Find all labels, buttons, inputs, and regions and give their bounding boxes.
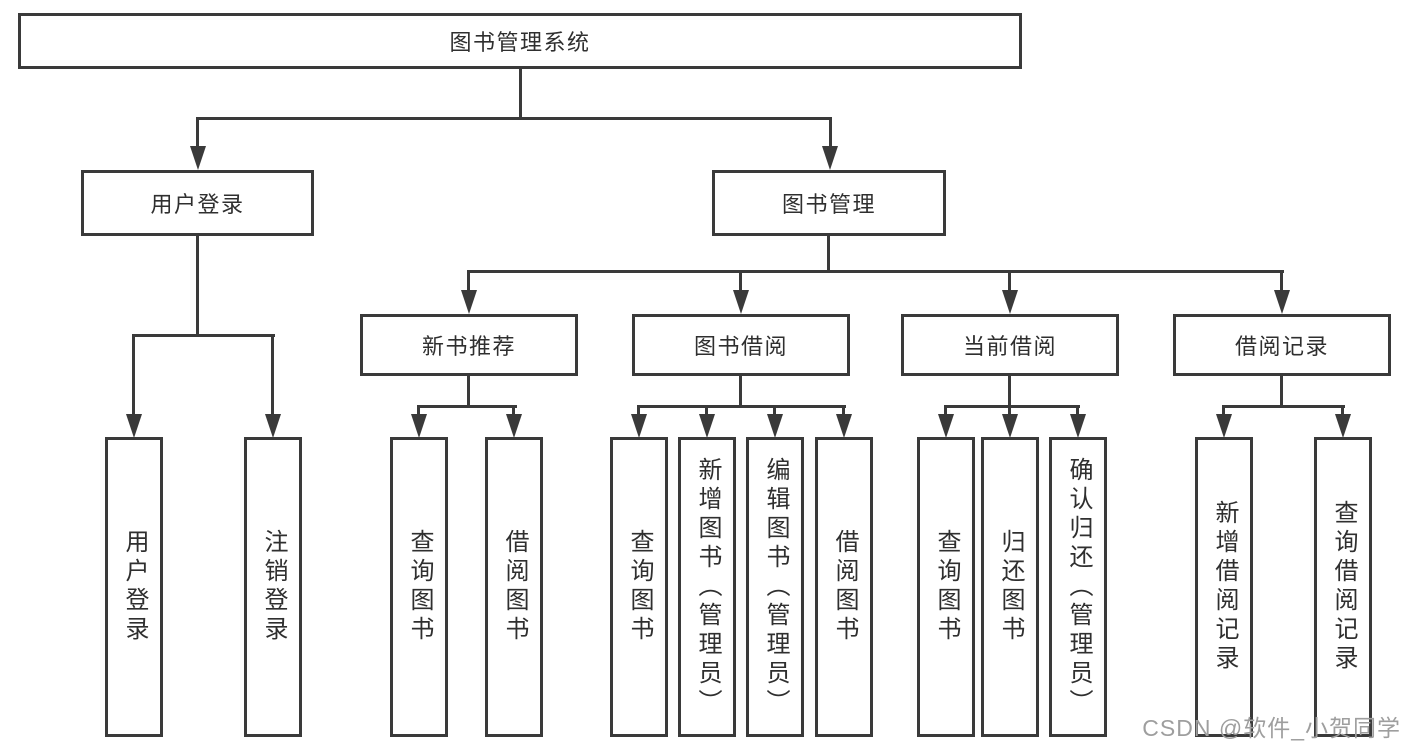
leaf-return-books: 归还图书 xyxy=(981,437,1039,737)
connector-vline xyxy=(512,405,515,417)
node-borrowing-records: 借阅记录 xyxy=(1173,314,1391,376)
arrowhead-down xyxy=(836,414,852,438)
connector-vline xyxy=(842,405,845,417)
arrowhead-down xyxy=(265,414,281,438)
arrowhead-down xyxy=(461,290,477,314)
arrowhead-down xyxy=(190,146,206,170)
connector-vline xyxy=(944,405,947,417)
node-label: 新增借阅记录 xyxy=(1211,500,1238,674)
leaf-confirm-return-admin: 确认归还（管理员） xyxy=(1049,437,1107,737)
node-label: 图书管理 xyxy=(781,192,876,217)
node-label: 用户登录 xyxy=(150,192,245,217)
connector-vline xyxy=(1008,405,1011,417)
connector-vline xyxy=(773,405,776,417)
connector-vline xyxy=(1008,376,1011,407)
arrowhead-down xyxy=(699,414,715,438)
node-label: 查询图书 xyxy=(626,529,653,645)
arrowhead-down xyxy=(1002,414,1018,438)
node-label: 图书借阅 xyxy=(693,334,788,359)
connector-hline xyxy=(467,270,1284,273)
connector-hline xyxy=(196,117,832,120)
leaf-add-book-admin: 新增图书（管理员） xyxy=(678,437,736,737)
arrowhead-down xyxy=(1070,414,1086,438)
connector-vline xyxy=(705,405,708,417)
connector-vline xyxy=(637,405,640,417)
leaf-query-books-current: 查询图书 xyxy=(917,437,975,737)
node-library-system: 图书管理系统 xyxy=(18,13,1022,69)
node-label: 新书推荐 xyxy=(421,334,516,359)
connector-vline xyxy=(271,334,274,416)
node-current-borrowing: 当前借阅 xyxy=(901,314,1119,376)
connector-vline xyxy=(417,405,420,417)
connector-vline xyxy=(1341,405,1344,417)
node-label: 当前借阅 xyxy=(962,334,1057,359)
connector-hline xyxy=(417,405,517,408)
arrowhead-down xyxy=(126,414,142,438)
node-user-login: 用户登录 xyxy=(81,170,314,236)
connector-hline xyxy=(132,334,275,337)
node-label: 新增图书（管理员） xyxy=(694,456,721,718)
arrowhead-down xyxy=(1335,414,1351,438)
connector-vline xyxy=(739,376,742,407)
connector-vline xyxy=(519,69,522,119)
connector-vline xyxy=(467,376,470,407)
node-label: 查询借阅记录 xyxy=(1330,500,1357,674)
arrowhead-down xyxy=(631,414,647,438)
connector-vline xyxy=(1280,376,1283,407)
arrowhead-down xyxy=(1274,290,1290,314)
leaf-borrow-books-recommend: 借阅图书 xyxy=(485,437,543,737)
node-label: 借阅记录 xyxy=(1234,334,1329,359)
node-book-borrowing: 图书借阅 xyxy=(632,314,850,376)
arrowhead-down xyxy=(1002,290,1018,314)
arrowhead-down xyxy=(733,290,749,314)
node-label: 查询图书 xyxy=(406,529,433,645)
node-label: 用户登录 xyxy=(121,529,148,645)
arrowhead-down xyxy=(822,146,838,170)
arrowhead-down xyxy=(506,414,522,438)
connector-vline xyxy=(1008,270,1011,294)
node-label: 归还图书 xyxy=(997,529,1024,645)
arrowhead-down xyxy=(938,414,954,438)
leaf-query-books-recommend: 查询图书 xyxy=(390,437,448,737)
connector-vline xyxy=(739,270,742,294)
node-book-management: 图书管理 xyxy=(712,170,946,236)
leaf-add-borrow-record: 新增借阅记录 xyxy=(1195,437,1253,737)
connector-vline xyxy=(1280,270,1283,294)
leaf-borrow-books-borrowing: 借阅图书 xyxy=(815,437,873,737)
leaf-edit-book-admin: 编辑图书（管理员） xyxy=(746,437,804,737)
arrowhead-down xyxy=(767,414,783,438)
leaf-query-books-borrowing: 查询图书 xyxy=(610,437,668,737)
connector-vline xyxy=(196,236,199,336)
node-label: 查询图书 xyxy=(933,529,960,645)
watermark: CSDN @软件_小贺同学 xyxy=(1142,715,1401,741)
node-label: 图书管理系统 xyxy=(449,30,591,55)
node-label: 借阅图书 xyxy=(831,529,858,645)
connector-hline xyxy=(944,405,1080,408)
connector-vline xyxy=(196,117,199,150)
leaf-user-login: 用户登录 xyxy=(105,437,163,737)
connector-vline xyxy=(827,236,830,272)
connector-vline xyxy=(1076,405,1079,417)
node-label: 确认归还（管理员） xyxy=(1065,456,1092,718)
connector-vline xyxy=(829,117,832,150)
node-label: 注销登录 xyxy=(260,529,287,645)
connector-hline xyxy=(637,405,846,408)
node-label: 编辑图书（管理员） xyxy=(762,456,789,718)
leaf-query-borrow-record: 查询借阅记录 xyxy=(1314,437,1372,737)
connector-vline xyxy=(132,334,135,416)
leaf-logout: 注销登录 xyxy=(244,437,302,737)
arrowhead-down xyxy=(411,414,427,438)
connector-vline xyxy=(467,270,470,294)
connector-hline xyxy=(1222,405,1345,408)
connector-vline xyxy=(1222,405,1225,417)
arrowhead-down xyxy=(1216,414,1232,438)
node-new-book-recommend: 新书推荐 xyxy=(360,314,578,376)
node-label: 借阅图书 xyxy=(501,529,528,645)
